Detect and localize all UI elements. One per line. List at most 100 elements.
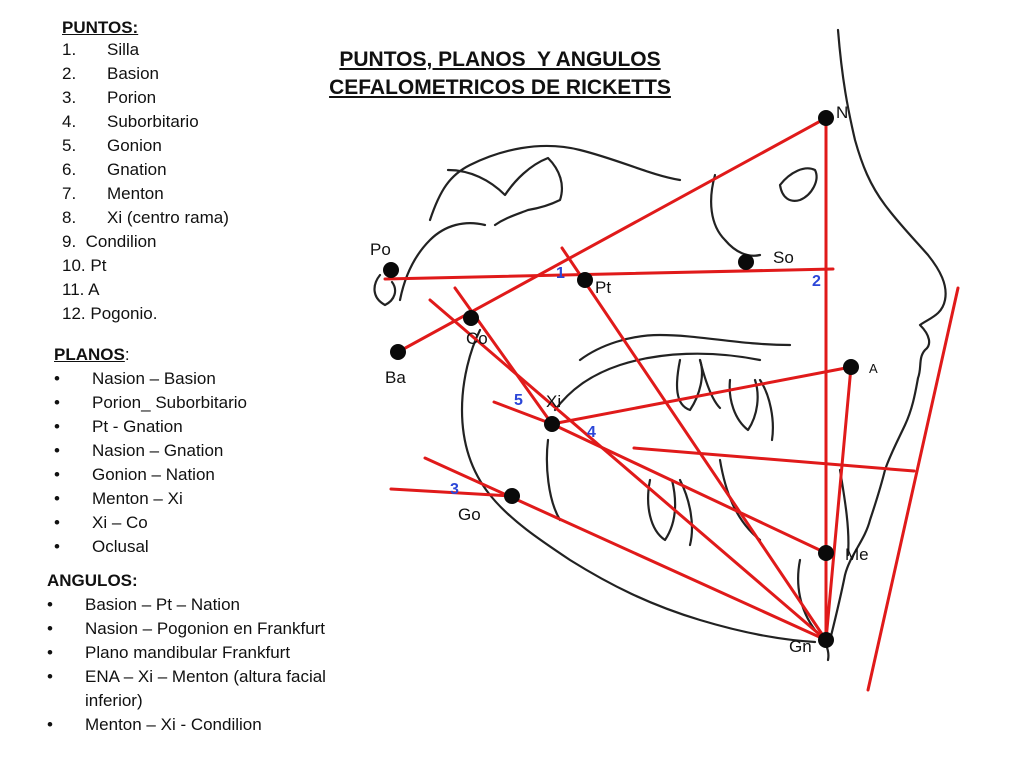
puntos-item-number: 4.	[62, 112, 77, 131]
puntos-item-number: 7.	[62, 184, 77, 203]
angulos-item-label: inferior)	[85, 691, 143, 710]
plane-pt-gnation	[560, 246, 828, 642]
point-so-dot	[738, 254, 754, 270]
bullet-icon: •	[54, 465, 60, 484]
puntos-item-label: Gnation	[107, 160, 167, 179]
puntos-item-label: Xi (centro rama)	[107, 208, 229, 227]
point-ba-dot	[390, 344, 406, 360]
planes	[383, 116, 960, 692]
label-po: Po	[370, 240, 391, 259]
angulos-item: • Nasion – Pogonion en Frankfurt	[47, 617, 326, 641]
planos-header-row: PLANOS:	[54, 343, 247, 367]
label-so: So	[773, 248, 794, 267]
number-2: 2	[812, 273, 821, 290]
plane-a-gn	[824, 365, 853, 642]
angulos-item-label: Nasion – Pogonion en Frankfurt	[85, 619, 326, 638]
point-co-dot	[463, 310, 479, 326]
landmarks	[383, 110, 859, 648]
puntos-item-label: Porion	[107, 88, 157, 107]
puntos-item-number: 3.	[62, 88, 77, 107]
puntos-item: 10. Pt	[62, 256, 107, 275]
plane-xi-a	[550, 365, 853, 426]
bullet-icon: •	[54, 369, 60, 388]
number-5: 5	[514, 392, 523, 409]
puntos-item-number: 2.	[62, 64, 77, 83]
angulos-item: inferior)	[47, 689, 326, 713]
bullet-icon: •	[54, 393, 60, 412]
planos-item-label: Gonion – Nation	[92, 465, 215, 484]
number-1: 1	[556, 265, 565, 282]
point-po-dot	[383, 262, 399, 278]
puntos-item: 11. A	[62, 280, 100, 299]
bullet-icon: •	[47, 715, 53, 734]
point-pt-dot	[577, 272, 593, 288]
angulos-item-label: Menton – Xi - Condilion	[85, 715, 262, 734]
puntos-item-label: Gonion	[107, 136, 162, 155]
planos-header-colon: :	[124, 345, 130, 364]
label-me: Me	[845, 545, 869, 564]
puntos-item: 8. Xi (centro rama)	[62, 206, 229, 230]
puntos-item: 9. Condilion	[62, 232, 157, 251]
bullet-icon: •	[47, 595, 53, 614]
puntos-item: 2. Basion	[62, 62, 229, 86]
title-line-1: PUNTOS, PLANOS Y ANGULOS	[339, 48, 661, 71]
puntos-item-label: Basion	[107, 64, 159, 83]
number-3: 3	[450, 481, 459, 498]
angulos-header: ANGULOS:	[47, 571, 138, 590]
bullet-icon: •	[47, 643, 53, 662]
bullet-icon: •	[54, 537, 60, 556]
planos-item-label: Menton – Xi	[92, 489, 183, 508]
bullet-icon: •	[54, 417, 60, 436]
plane-go-gn	[423, 456, 828, 642]
puntos-item-number: 6.	[62, 160, 77, 179]
bullet-icon: •	[47, 619, 53, 638]
plane-occlusal	[632, 446, 916, 473]
plane-gonion-nation	[428, 298, 828, 642]
number-4: 4	[587, 424, 596, 441]
planos-item: •Menton – Xi	[54, 487, 247, 511]
point-go-dot	[504, 488, 520, 504]
puntos-item: 7. Menton	[62, 182, 229, 206]
plane-mandibular-short	[389, 487, 514, 498]
puntos-item-label: Menton	[107, 184, 164, 203]
label-co: Co	[466, 329, 488, 348]
point-a-dot	[843, 359, 859, 375]
puntos-list-continued: 9. Condilion 10. Pt 11. A 12. Pogonio.	[62, 230, 229, 326]
planos-item-label: Pt - Gnation	[92, 417, 183, 436]
label-xi: Xi	[546, 392, 561, 411]
plane-xi-me	[550, 422, 828, 555]
point-xi-dot	[544, 416, 560, 432]
angulos-item: • ENA – Xi – Menton (altura facial	[47, 665, 326, 689]
bullet-icon: •	[47, 667, 53, 686]
puntos-item-number: 5.	[62, 136, 77, 155]
plane-frankfurt	[383, 267, 835, 281]
puntos-item: 4. Suborbitario	[62, 110, 229, 134]
title-line-2: CEFALOMETRICOS DE RICKETTS	[329, 76, 671, 99]
label-ba: Ba	[385, 368, 406, 387]
puntos-item: 5. Gonion	[62, 134, 229, 158]
planos-item-label: Nasion – Basion	[92, 369, 216, 388]
angulos-item: • Basion – Pt – Nation	[47, 593, 326, 617]
planos-item: • Nasion – Basion	[54, 367, 247, 391]
plane-nasion-basion	[396, 116, 828, 354]
planos-list: •Nasion – Basion•Porion_ Suborbitario•Pt…	[54, 367, 247, 559]
angulos-item: •Plano mandibular Frankfurt	[47, 641, 326, 665]
puntos-item: 12. Pogonio.	[62, 304, 158, 323]
angulos-item-label: ENA – Xi – Menton (altura facial	[85, 667, 326, 686]
angulos-section: ANGULOS: • Basion – Pt – Nation • Nasion – …	[47, 569, 326, 737]
label-gn: Gn	[789, 637, 812, 656]
angulos-item-label: Basion – Pt – Nation	[85, 595, 240, 614]
bullet-icon: •	[54, 513, 60, 532]
planos-item: • Oclusal	[54, 535, 247, 559]
puntos-item-number: 8.	[62, 208, 77, 227]
label-n: N	[836, 103, 848, 122]
angulos-item: • Menton – Xi - Condilion	[47, 713, 326, 737]
planos-item-label: Oclusal	[92, 537, 149, 556]
point-gn-dot	[818, 632, 834, 648]
planos-item-label: Nasion – Gnation	[92, 441, 224, 460]
puntos-item-label: Suborbitario	[107, 112, 199, 131]
label-a: A	[869, 361, 878, 376]
planos-item: • Gonion – Nation	[54, 463, 247, 487]
